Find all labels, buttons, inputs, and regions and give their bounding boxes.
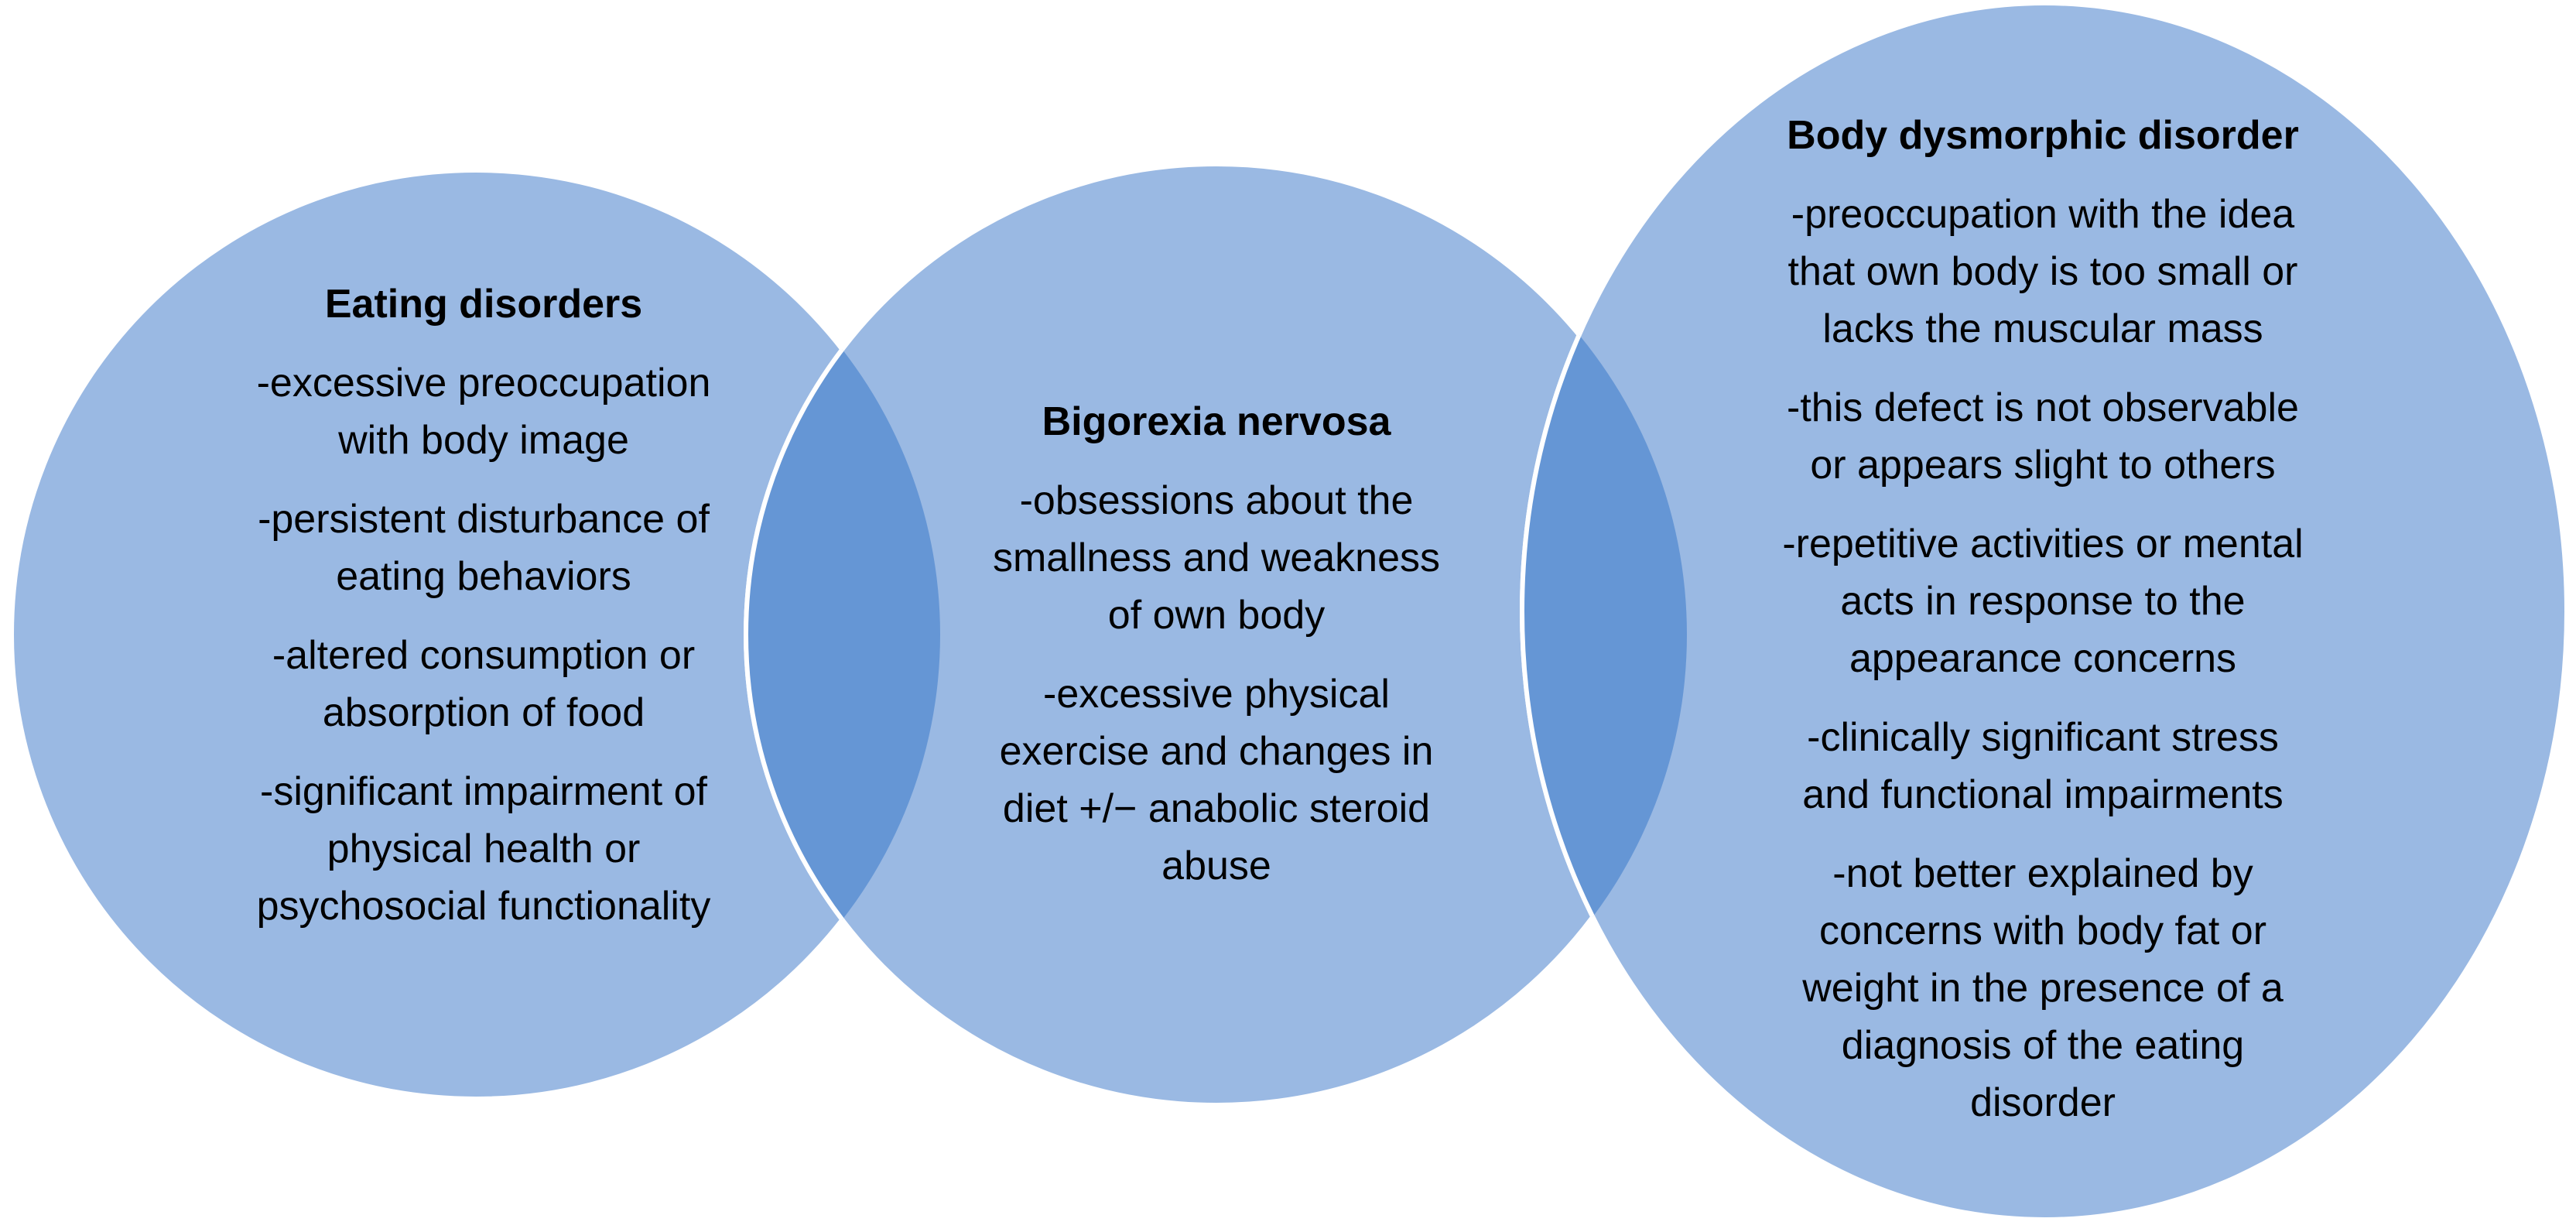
- eating-disorders-line: -altered consumption or: [272, 633, 695, 678]
- body-dysmorphic-line: -clinically significant stress: [1807, 715, 2279, 760]
- eating-disorders-text: Eating disorders -excessive preoccupatio…: [257, 282, 711, 929]
- body-dysmorphic-title: Body dysmorphic disorder: [1787, 113, 2299, 158]
- eating-disorders-line: eating behaviors: [336, 554, 631, 599]
- bigorexia-line: -excessive physical: [1043, 672, 1390, 717]
- body-dysmorphic-line: and functional impairments: [1802, 772, 2283, 817]
- body-dysmorphic-line: or appears slight to others: [1810, 443, 2275, 488]
- eating-disorders-line: with body image: [337, 418, 629, 463]
- eating-disorders-line: physical health or: [327, 826, 641, 871]
- bigorexia-line: of own body: [1108, 593, 1325, 638]
- body-dysmorphic-line: acts in response to the: [1840, 579, 2245, 624]
- body-dysmorphic-line: appearance concerns: [1849, 636, 2236, 681]
- bigorexia-line: abuse: [1161, 844, 1271, 888]
- body-dysmorphic-line: -not better explained by: [1832, 851, 2253, 896]
- body-dysmorphic-line: -preoccupation with the idea: [1791, 192, 2294, 237]
- eating-disorders-line: -excessive preoccupation: [257, 361, 711, 406]
- eating-disorders-line: -persistent disturbance of: [258, 497, 710, 542]
- eating-disorders-line: psychosocial functionality: [257, 884, 711, 929]
- bigorexia-title: Bigorexia nervosa: [1042, 399, 1392, 444]
- body-dysmorphic-line: lacks the muscular mass: [1822, 306, 2263, 351]
- body-dysmorphic-line: disorder: [1970, 1080, 2116, 1125]
- bigorexia-line: exercise and changes in: [1000, 729, 1434, 774]
- bigorexia-line: -obsessions about the: [1020, 478, 1414, 523]
- body-dysmorphic-line: -this defect is not observable: [1787, 385, 2299, 430]
- bigorexia-line: smallness and weakness: [993, 536, 1440, 580]
- body-dysmorphic-line: concerns with body fat or: [1819, 909, 2266, 953]
- body-dysmorphic-text: Body dysmorphic disorder -preoccupation …: [1782, 113, 2303, 1125]
- overlap-left-middle: [744, 170, 940, 1099]
- bigorexia-text: Bigorexia nervosa -obsessions about the …: [993, 399, 1440, 888]
- body-dysmorphic-line: -repetitive activities or mental: [1782, 522, 2303, 566]
- eating-disorders-line: absorption of food: [323, 690, 645, 735]
- eating-disorders-title: Eating disorders: [325, 282, 642, 327]
- body-dysmorphic-line: diagnosis of the eating: [1842, 1023, 2244, 1068]
- body-dysmorphic-line: weight in the presence of a: [1801, 966, 2284, 1011]
- eating-disorders-line: -significant impairment of: [260, 769, 708, 814]
- bigorexia-line: diet +/− anabolic steroid: [1003, 786, 1430, 831]
- body-dysmorphic-line: that own body is too small or: [1788, 249, 2298, 294]
- overlap-middle-right: [1520, 164, 1687, 1105]
